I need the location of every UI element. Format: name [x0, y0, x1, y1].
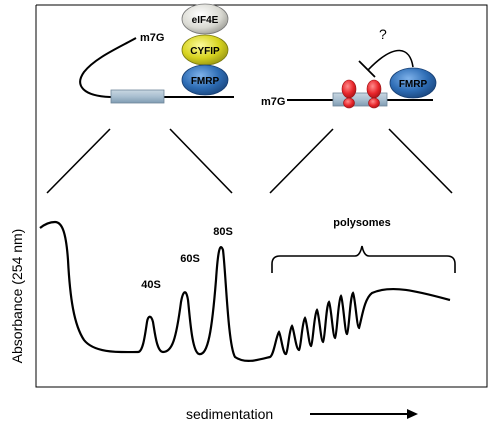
peak-label-40s: 40S [141, 279, 161, 291]
question-mark: ? [379, 26, 387, 42]
coding-region-box-left [110, 89, 165, 104]
y-axis-label: Absorbance (254 nm) [9, 229, 25, 364]
absorbance-trace [39, 220, 451, 362]
peak-label-60s: 60S [180, 253, 200, 265]
plot-frame [35, 4, 488, 388]
polysomes-label: polysomes [333, 217, 390, 229]
ribosome-1 [341, 79, 357, 109]
eif4e-label: eIF4E [192, 15, 219, 26]
fmrp-protein-left [181, 64, 229, 96]
cyfip-label: CYFIP [190, 46, 220, 57]
peak-label-80s: 80S [213, 226, 233, 238]
cap-label-right: m7G [261, 96, 285, 108]
fmrp-label-right: FMRP [399, 79, 428, 90]
fmrp-label-left: FMRP [191, 76, 220, 87]
left-complex: m7G eIF4E CYFIP FMRP [79, 3, 234, 104]
inhibition-bar [358, 60, 376, 78]
ribosome-2 [366, 79, 382, 109]
x-axis-label: sedimentation [186, 406, 273, 422]
right-complex: m7G FMRP ? [261, 26, 437, 109]
eif4e-protein [181, 3, 229, 35]
cap-label-left: m7G [140, 32, 164, 44]
inhibition-arrow [367, 49, 414, 71]
zoom-lines [46, 128, 453, 194]
mrna-5prime-loop [79, 37, 137, 98]
x-axis-arrow [310, 409, 418, 419]
fmrp-protein-right [389, 67, 437, 99]
polysomes-bracket [271, 245, 456, 273]
